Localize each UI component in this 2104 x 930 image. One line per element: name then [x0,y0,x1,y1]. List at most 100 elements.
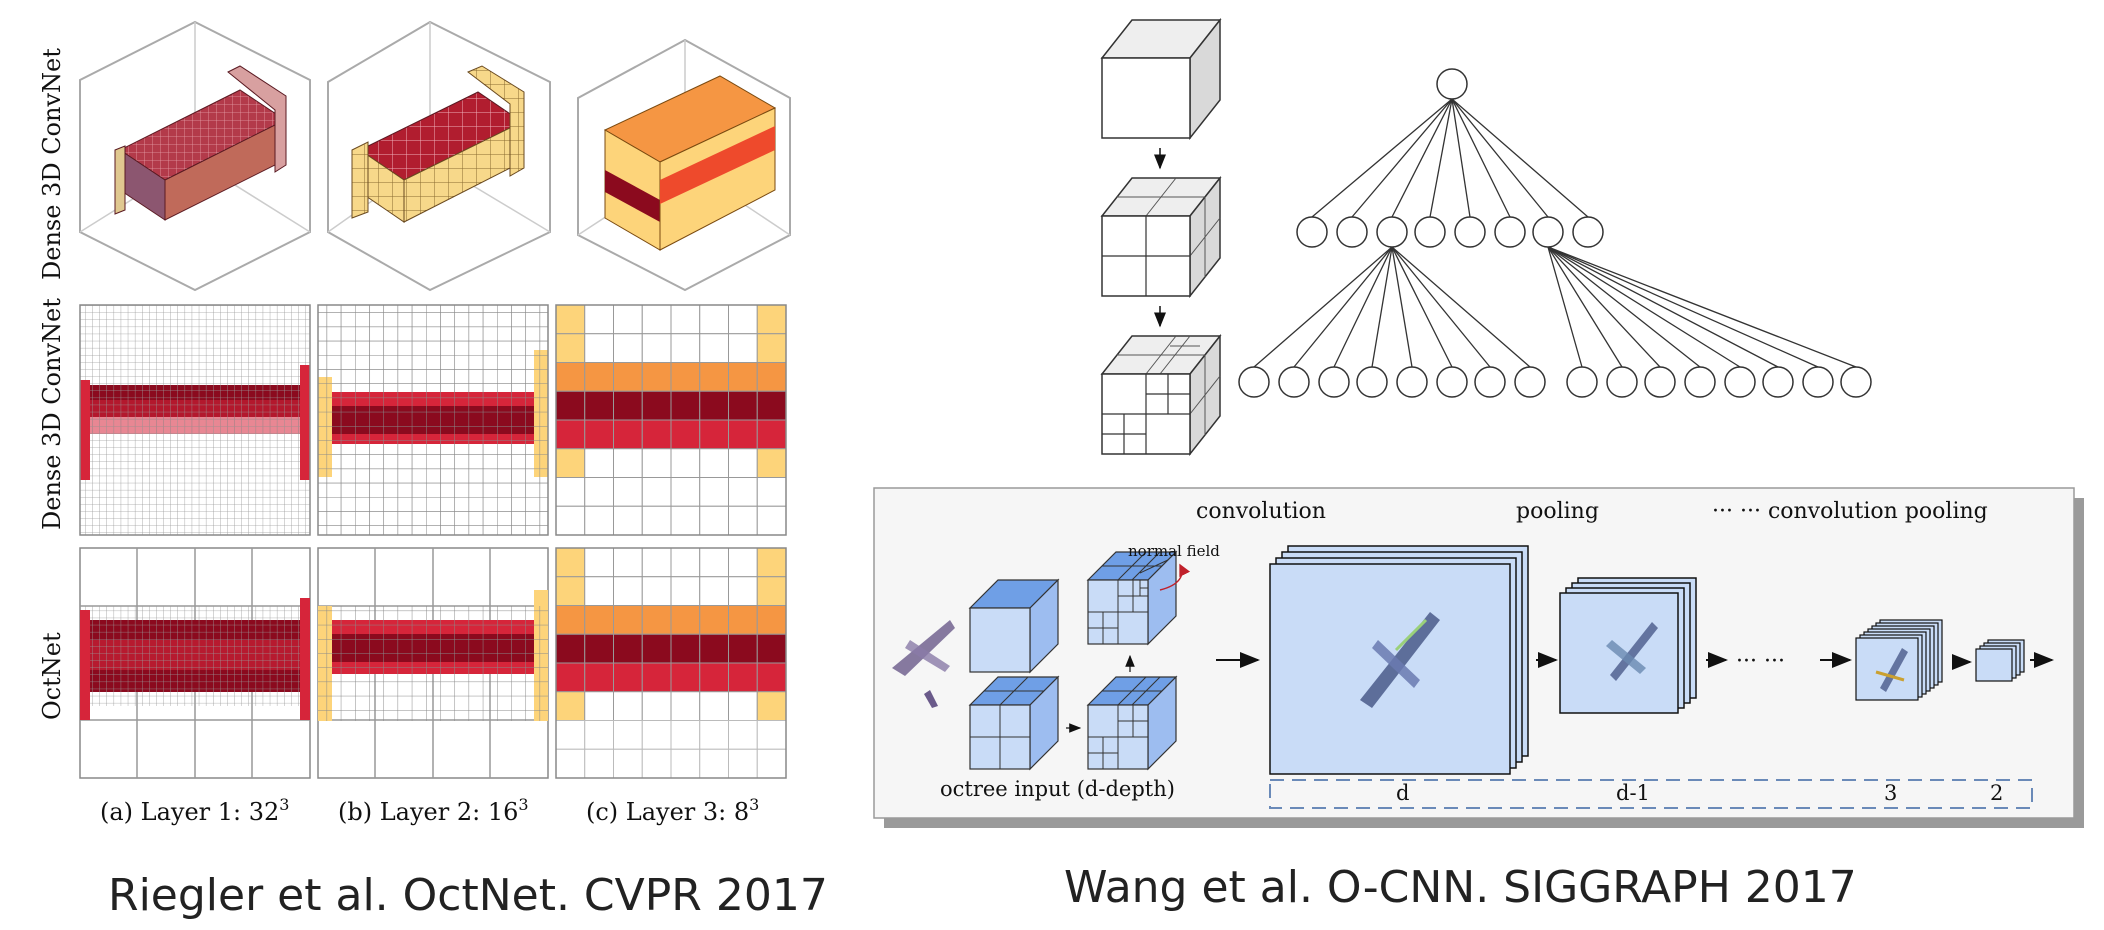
grid-cell [756,547,787,578]
grid-cell [584,362,614,392]
grid-cell [699,333,729,363]
input-cube-b [968,675,1060,771]
tree-edge [1547,246,1857,368]
tree-node [1684,366,1716,398]
grid-cell [670,477,701,507]
tree-node [1296,216,1328,248]
tree-node [1840,366,1872,398]
grid-cell [641,662,672,693]
tree-edge [1547,246,1661,368]
grid-cell [670,662,701,693]
input-cube-c [1086,675,1178,771]
label-ellipsis: ··· ··· [1736,649,1785,674]
tree-edge [1311,98,1453,218]
tree-node [1436,366,1468,398]
tree-node [1356,366,1388,398]
grid-cell [641,547,672,578]
grid-cell [728,304,758,335]
grid-cell [699,505,729,536]
dense-grid-layer3 [555,304,787,536]
grid-cell [613,419,643,450]
grid-cell [728,605,758,635]
grid-cell [699,448,729,478]
dense-grid-layer2 [317,304,549,536]
grid-cell [613,547,643,578]
grid-cell [670,304,701,335]
grid-cell [756,662,787,693]
grid-cell [584,547,614,578]
grid-cell [641,362,672,392]
grid-cell [756,748,787,779]
tree-edge [1547,246,1819,368]
tree-node [1802,366,1834,398]
grid-cell [641,390,672,421]
grid-cell [641,419,672,450]
feature-map-stack-d-1 [1559,577,1697,714]
grid-cell [670,362,701,392]
grid-cell [728,477,758,507]
octree-grid-layer3 [555,547,787,779]
grid-cell [756,362,787,392]
octree-grid-layer2 [317,547,549,779]
octree-cube-level0 [1100,17,1222,141]
grid-cell [728,576,758,606]
tree-edge [1391,98,1453,218]
label-tail-ops: ··· ··· convolution pooling [1712,499,1988,524]
dense-grid-layer1 [79,304,311,536]
grid-cell [584,748,614,779]
grid-cell [699,419,729,450]
grid-cell [756,333,787,363]
airplane-feature-icon [1360,612,1440,708]
grid-cell [728,547,758,578]
grid-cell [699,362,729,392]
row-label-dense-3d-2: Dense 3D ConvNet [38,298,66,530]
tree-edge [1547,246,1623,368]
grid-cell [756,605,787,635]
grid-cell [728,691,758,721]
grid-cell [699,390,729,421]
tree-node [1644,366,1676,398]
row-label-octnet: OctNet [38,632,66,720]
tree-edge [1451,98,1589,218]
bed-voxel-layer3 [577,38,791,292]
grid-cell [728,419,758,450]
tree-edge [1371,246,1393,368]
caption-layer2: (b) Layer 2: 163 [338,795,529,826]
normal-field-arrow [1159,563,1191,591]
grid-cell [670,333,701,363]
feature-map-stack-3 [1855,619,1943,701]
tree-node [1606,366,1638,398]
grid-cell [670,547,701,578]
depth-label-d-1: d-1 [1616,781,1650,805]
grid-cell [756,576,787,606]
depth-bracket [1269,779,2033,809]
grid-cell [613,748,643,779]
tree-edge [1547,246,1741,368]
tree-edge [1391,246,1531,368]
tree-node [1336,216,1368,248]
tree-edge [1391,246,1413,368]
grid-cell [613,633,643,664]
grid-cell [699,547,729,578]
grid-cell [699,691,729,721]
grid-cell [555,390,586,421]
grid-cell [584,333,614,363]
grid-cell [728,505,758,536]
grid-cell [756,477,787,507]
airplane-input-icon [892,620,955,708]
tree-edge [1293,246,1393,368]
octree-cube-level1 [1100,175,1222,299]
grid-cell [584,691,614,721]
grid-cell [756,691,787,721]
grid-cell [728,362,758,392]
tree-node [1514,366,1546,398]
grid-cell [670,748,701,779]
grid-cell [670,720,701,750]
grid-cell [756,448,787,478]
grid-cell [584,477,614,507]
label-pooling: pooling [1516,499,1599,524]
grid-cell [756,419,787,450]
grid-cell [613,477,643,507]
grid-cell [555,662,586,693]
